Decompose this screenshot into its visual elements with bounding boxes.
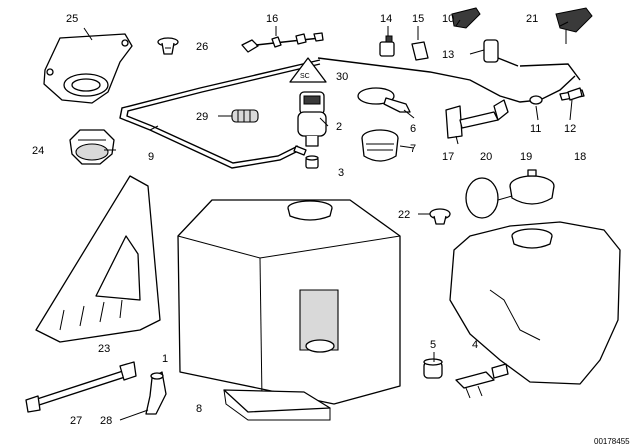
callout-23: 23 [98,343,110,355]
part-grommet-29[interactable] [231,109,259,123]
callout-24: 24 [32,145,44,157]
part-clip-14[interactable] [379,35,395,57]
part-cap-24[interactable] [69,129,115,165]
part-holder-17[interactable] [445,99,509,139]
part-elbow-28[interactable] [145,371,167,415]
callout-13: 13 [442,49,454,61]
part-plate-6[interactable] [357,87,411,113]
part-connector-16[interactable] [241,32,324,53]
part-fitting-3[interactable] [305,155,319,169]
callout-3: 3 [338,167,344,179]
part-filter-7[interactable] [361,129,399,162]
callout-10: 10 [442,13,454,25]
callout-17: 17 [442,151,454,163]
callout-12: 12 [564,123,576,135]
callout-4: 4 [472,339,478,351]
callout-11: 11 [530,123,541,135]
part-clip-26[interactable] [157,37,179,55]
part-nozzle-10[interactable] [451,7,481,29]
callout-30: 30 [336,71,348,83]
callout-6: 6 [410,123,416,135]
part-fitting-12[interactable] [567,87,583,101]
callout-21: 21 [526,13,538,25]
document-id: 00178455 [594,437,630,446]
warning-triangle-icon: SC [289,57,327,83]
callout-8: 8 [196,403,202,415]
callout-14: 14 [380,13,392,25]
part-hose-right[interactable] [317,57,576,103]
callout-9: 9 [148,151,154,163]
callout-16: 16 [266,13,278,25]
part-valve-13[interactable] [483,39,519,67]
part-tank-8[interactable] [177,199,401,421]
callout-29: 29 [196,111,208,123]
part-sensor-4[interactable] [455,363,509,399]
part-tank-4[interactable] [449,221,621,385]
callout-5: 5 [430,339,436,351]
callout-27: 27 [70,415,82,427]
part-grommet-5[interactable] [423,358,443,379]
svg-text:SC: SC [300,73,310,80]
callout-15: 15 [412,13,424,25]
callout-2: 2 [336,121,342,133]
callout-22: 22 [398,209,410,221]
callout-19: 19 [520,151,532,163]
part-bracket-23[interactable] [35,175,161,343]
part-clip-15[interactable] [411,41,429,61]
callout-1: 1 [162,353,168,365]
part-plug-22[interactable] [429,208,451,225]
part-hose-9[interactable] [119,59,321,169]
callout-7: 7 [410,143,416,155]
part-rod-27[interactable] [25,361,137,413]
part-nozzle-21[interactable] [555,7,593,44]
part-bracket-25[interactable] [43,33,133,104]
part-fitting-11[interactable] [529,95,543,105]
part-pump-2[interactable] [293,91,327,156]
callout-labels: 25 26 16 14 15 10 21 13 30 29 2 6 11 12 … [32,13,586,427]
part-cover-18[interactable] [465,177,513,219]
callout-25: 25 [66,13,78,25]
callout-18: 18 [574,151,586,163]
callout-20: 20 [480,151,492,163]
part-cap-19[interactable] [509,169,555,205]
callout-28: 28 [100,415,112,427]
callout-26: 26 [196,41,208,53]
leader-lines [83,19,573,421]
